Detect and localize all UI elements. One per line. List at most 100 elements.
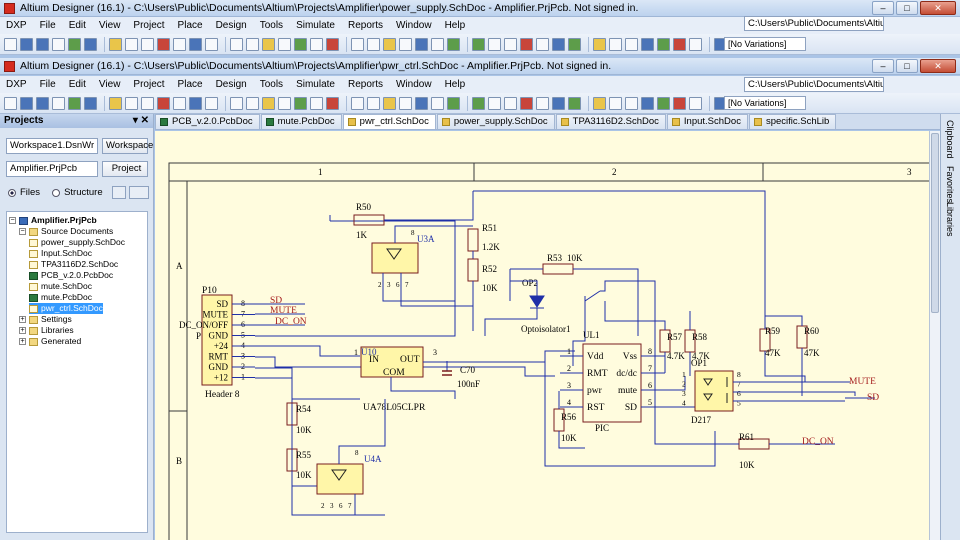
toolbar-tool-icon[interactable]: [246, 37, 259, 51]
toolbar-tool-icon[interactable]: [141, 37, 154, 51]
menu-reports[interactable]: Reports: [347, 79, 383, 90]
toolbar-tool-icon[interactable]: [68, 37, 81, 51]
menu-project[interactable]: Project: [133, 20, 165, 31]
toolbar-tool-icon[interactable]: [125, 96, 138, 110]
tab-document[interactable]: specific.SchLib: [748, 114, 837, 129]
minimize-button[interactable]: –: [872, 59, 894, 73]
close-button[interactable]: ✕: [920, 59, 956, 73]
toolbar-tool-icon[interactable]: [447, 96, 460, 110]
maximize-button[interactable]: □: [896, 59, 918, 73]
expand-icon[interactable]: +: [19, 327, 26, 334]
toolbar-tool-icon[interactable]: [593, 96, 606, 110]
toolbar-tool-icon[interactable]: [568, 37, 581, 51]
toolbar-tool-icon[interactable]: [431, 96, 444, 110]
toolbar-tool-icon[interactable]: [689, 96, 702, 110]
toolbar-tool-icon[interactable]: [157, 96, 170, 110]
toolbar-tool-icon[interactable]: [20, 37, 33, 51]
menu-file[interactable]: File: [39, 20, 56, 31]
maximize-button[interactable]: □: [896, 1, 918, 15]
toolbar-tool-icon[interactable]: [415, 96, 428, 110]
toolbar-tool-icon[interactable]: [447, 37, 460, 51]
expand-icon[interactable]: +: [19, 316, 26, 323]
tree-item[interactable]: PCB_v.2.0.PcbDoc: [29, 270, 113, 281]
toolbar-tool-icon[interactable]: [504, 37, 517, 51]
tab-document[interactable]: power_supply.SchDoc: [436, 114, 555, 129]
toolbar-tool-icon[interactable]: [367, 96, 380, 110]
toolbar-tool-icon[interactable]: [173, 96, 186, 110]
toolbar-tool-icon[interactable]: [625, 37, 638, 51]
toolbar-tool-icon[interactable]: [310, 37, 323, 51]
toolbar-tool-icon[interactable]: [351, 96, 364, 110]
clipboard-panel-tab[interactable]: Clipboard: [945, 120, 955, 159]
toolbar-tool-icon[interactable]: [488, 37, 501, 51]
structure-radio[interactable]: [52, 188, 61, 197]
toolbar-tool-icon[interactable]: [205, 96, 218, 110]
favorites-panel-tab[interactable]: Favorites: [945, 166, 955, 204]
toolbar-tool-icon[interactable]: [157, 37, 170, 51]
libraries-panel-tab[interactable]: Libraries: [945, 202, 955, 237]
toolbar-tool-icon[interactable]: [52, 96, 65, 110]
options-icon[interactable]: [128, 186, 149, 199]
expand-icon[interactable]: +: [19, 338, 26, 345]
toolbar-tool-icon[interactable]: [472, 37, 485, 51]
menu-dxp[interactable]: DXP: [6, 79, 27, 90]
tree-item[interactable]: +Settings: [19, 314, 72, 325]
toolbar-tool-icon[interactable]: [189, 37, 202, 51]
toolbar-tool-icon[interactable]: [520, 96, 533, 110]
toolbar-tool-icon[interactable]: [294, 96, 307, 110]
toolbar-tool-icon[interactable]: [689, 37, 702, 51]
menu-design[interactable]: Design: [215, 20, 247, 31]
toolbar-tool-icon[interactable]: [84, 96, 97, 110]
toolbar-tool-icon[interactable]: [472, 96, 485, 110]
toolbar-tool-icon[interactable]: [326, 96, 339, 110]
toolbar-tool-icon[interactable]: [383, 37, 396, 51]
toolbar-tool-icon[interactable]: [20, 96, 33, 110]
toolbar-tool-icon[interactable]: [415, 37, 428, 51]
menu-view[interactable]: View: [98, 79, 121, 90]
toolbar-tool-icon[interactable]: [230, 37, 243, 51]
toolbar-tool-icon[interactable]: [536, 96, 549, 110]
tree-item[interactable]: +Libraries: [19, 325, 74, 336]
toolbar-tool-icon[interactable]: [568, 96, 581, 110]
toolbar-tool-icon[interactable]: [294, 37, 307, 51]
menu-dxp[interactable]: DXP: [6, 20, 27, 31]
toolbar-tool-icon[interactable]: [141, 96, 154, 110]
tab-document[interactable]: TPA3116D2.SchDoc: [555, 114, 666, 129]
toolbar-tool-icon[interactable]: [399, 37, 412, 51]
tab-document[interactable]: pwr_ctrl.SchDoc: [342, 114, 436, 129]
tab-document[interactable]: Input.SchDoc: [666, 114, 748, 129]
toolbar-tool-icon[interactable]: [109, 96, 122, 110]
toolbar-tool-icon[interactable]: [4, 37, 17, 51]
toolbar-tool-icon[interactable]: [657, 96, 670, 110]
menu-place[interactable]: Place: [177, 20, 203, 31]
menu-tools[interactable]: Tools: [259, 20, 284, 31]
tree-item[interactable]: mute.SchDoc: [29, 281, 92, 292]
toolbar-tool-icon[interactable]: [609, 96, 622, 110]
toolbar-tool-icon[interactable]: [351, 37, 364, 51]
toolbar-tool-icon[interactable]: [326, 37, 339, 51]
toolbar-tool-icon[interactable]: [189, 96, 202, 110]
refresh-icon[interactable]: [111, 186, 126, 199]
toolbar-tool-icon[interactable]: [84, 37, 97, 51]
toolbar-tool-icon[interactable]: [593, 37, 606, 51]
tree-item[interactable]: Input.SchDoc: [29, 248, 92, 259]
toolbar-tool-icon[interactable]: [310, 96, 323, 110]
menu-edit[interactable]: Edit: [68, 79, 86, 90]
tree-item[interactable]: TPA3116D2.SchDoc: [29, 259, 118, 270]
toolbar-tool-icon[interactable]: [552, 37, 565, 51]
toolbar-tool-icon[interactable]: [536, 37, 549, 51]
toolbar-tool-icon[interactable]: [52, 37, 65, 51]
menu-simulate[interactable]: Simulate: [296, 79, 335, 90]
toolbar-tool-icon[interactable]: [641, 96, 654, 110]
tree-item[interactable]: power_supply.SchDoc: [29, 237, 125, 248]
toolbar-tool-icon[interactable]: [262, 96, 275, 110]
workspace-button[interactable]: Workspace: [102, 138, 153, 154]
toolbar-tool-icon[interactable]: [36, 37, 49, 51]
toolbar-tool-icon[interactable]: [641, 37, 654, 51]
toolbar-tool-icon[interactable]: [657, 37, 670, 51]
collapse-icon[interactable]: −: [9, 217, 16, 224]
toolbar-tool-icon[interactable]: [552, 96, 565, 110]
menu-project[interactable]: Project: [133, 79, 165, 90]
variations-select[interactable]: [No Variations]: [724, 37, 806, 51]
